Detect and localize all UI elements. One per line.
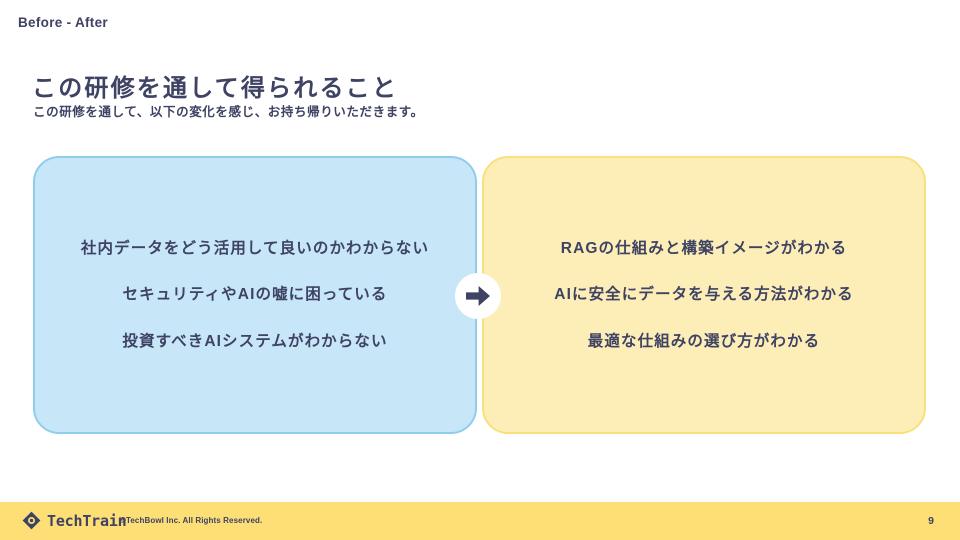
after-card-line: 最適な仕組みの選び方がわかる (587, 332, 821, 350)
brand-lockup: TechTrain (22, 511, 127, 530)
copyright-text: ©TechBowl Inc. All Rights Reserved. (120, 516, 263, 525)
after-card: RAGの仕組みと構築イメージがわかる AIに安全にデータを与える方法がわかる 最… (482, 156, 926, 434)
techtrain-diamond-logo (22, 511, 41, 530)
before-after-comparison: 社内データをどう活用して良いのかわからない セキュリティやAIの嘘に困っている … (0, 156, 960, 436)
before-card: 社内データをどう活用して良いのかわからない セキュリティやAIの嘘に困っている … (33, 156, 477, 434)
page-title: この研修を通して得られること (32, 75, 399, 103)
arrow-right-icon (455, 273, 501, 319)
before-card-line: 社内データをどう活用して良いのかわからない (80, 239, 430, 257)
slide-footer: TechTrain ©TechBowl Inc. All Rights Rese… (0, 502, 960, 540)
slide-eyebrow-label: Before - After (18, 15, 108, 30)
page-subtitle: この研修を通して、以下の変化を感じ、お持ち帰りいただきます。 (33, 105, 424, 119)
page-number: 9 (928, 515, 934, 527)
after-card-line: AIに安全にデータを与える方法がわかる (554, 286, 854, 304)
after-card-line: RAGの仕組みと構築イメージがわかる (560, 239, 848, 257)
before-card-line: 投資すべきAIシステムがわからない (122, 332, 388, 350)
before-card-line: セキュリティやAIの嘘に困っている (122, 286, 388, 304)
brand-name-label: TechTrain (47, 511, 127, 530)
